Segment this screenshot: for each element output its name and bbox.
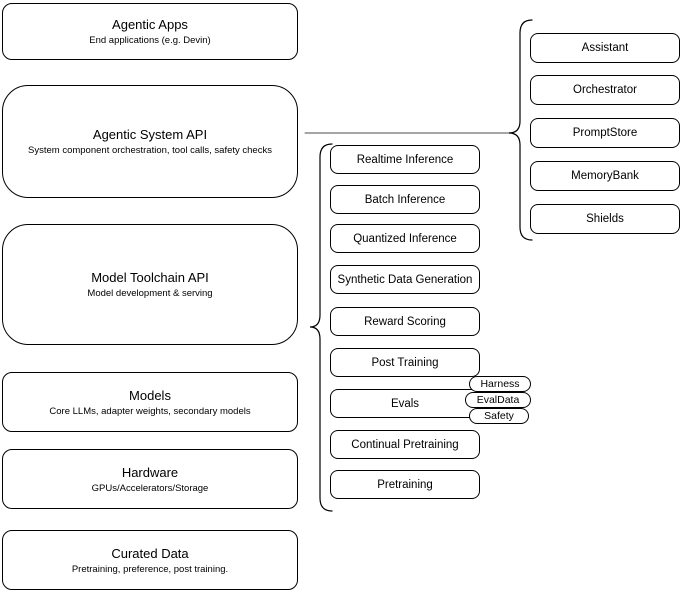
node-agentic-apps: Agentic Apps End applications (e.g. Devi… [2, 3, 298, 60]
service-label: Reward Scoring [364, 315, 446, 328]
service-label: Batch Inference [364, 193, 446, 206]
evals-tag-harness: Harness [469, 376, 531, 392]
service-node-evals: Evals [330, 389, 480, 418]
node-subtitle: Pretraining, preference, post training. [71, 563, 229, 575]
component-label: Shields [586, 213, 624, 225]
node-hardware: Hardware GPUs/Accelerators/Storage [2, 449, 298, 509]
evals-tag-safety: Safety [469, 408, 529, 424]
node-agentic-system-api: Agentic System API System component orch… [2, 85, 298, 198]
node-title: Curated Data [111, 545, 189, 561]
service-node-realtime-inference: Realtime Inference [330, 145, 480, 174]
tag-label: EvalData [476, 394, 520, 406]
component-label: Orchestrator [573, 84, 637, 96]
node-title: Model Toolchain API [91, 270, 209, 285]
service-node-post-training: Post Training [330, 348, 480, 377]
component-label: PromptStore [572, 127, 638, 139]
service-node-quantized-inference: Quantized Inference [330, 224, 480, 253]
component-label: Assistant [581, 42, 629, 54]
service-label: Evals [390, 397, 420, 410]
service-label: Continual Pretraining [351, 438, 459, 451]
component-node-orchestrator: Orchestrator [530, 75, 680, 105]
service-node-reward-scoring: Reward Scoring [330, 307, 480, 336]
node-title: Agentic System API [92, 127, 208, 142]
node-subtitle: Model development & serving [87, 288, 213, 299]
evals-tag-evaldata: EvalData [465, 392, 531, 408]
system-components-brace [508, 19, 533, 241]
node-curated-data: Curated Data Pretraining, preference, po… [2, 530, 298, 590]
service-node-batch-inference: Batch Inference [330, 185, 480, 214]
tag-label: Safety [484, 410, 514, 422]
service-node-synthetic-data-generation: Synthetic Data Generation [330, 265, 480, 294]
component-node-assistant: Assistant [530, 33, 680, 63]
node-subtitle: End applications (e.g. Devin) [89, 35, 211, 46]
service-label: Synthetic Data Generation [337, 273, 473, 286]
node-title: Hardware [121, 464, 179, 480]
component-node-memorybank: MemoryBank [530, 161, 680, 191]
service-node-pretraining: Pretraining [330, 470, 480, 499]
service-label: Pretraining [377, 478, 433, 491]
node-subtitle: System component orchestration, tool cal… [28, 145, 272, 156]
service-label: Post Training [371, 356, 439, 369]
node-models: Models Core LLMs, adapter weights, secon… [2, 372, 298, 432]
component-node-shields: Shields [530, 204, 680, 234]
service-label: Quantized Inference [353, 232, 457, 245]
node-model-toolchain-api: Model Toolchain API Model development & … [2, 224, 298, 345]
toolchain-brace [309, 143, 333, 512]
service-node-continual-pretraining: Continual Pretraining [330, 430, 480, 459]
component-node-promptstore: PromptStore [530, 118, 680, 148]
service-label: Realtime Inference [356, 153, 454, 166]
tag-label: Harness [480, 378, 520, 390]
component-label: MemoryBank [571, 170, 639, 182]
node-subtitle: GPUs/Accelerators/Storage [91, 482, 209, 494]
node-title: Agentic Apps [112, 17, 188, 32]
node-subtitle: Core LLMs, adapter weights, secondary mo… [49, 405, 251, 417]
node-title: Models [129, 387, 171, 403]
